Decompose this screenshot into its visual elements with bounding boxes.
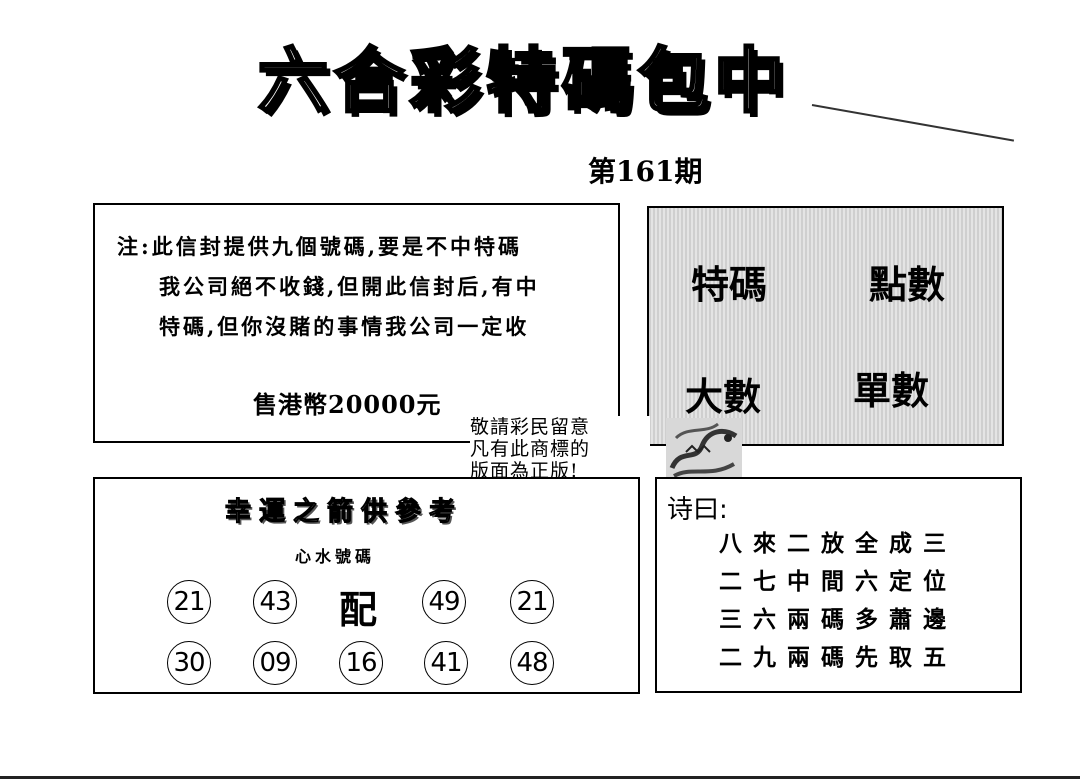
notice-line: 版面為正版! (470, 460, 579, 482)
points-label: 點數 (869, 263, 946, 307)
number-ball: 16 (339, 641, 383, 685)
poem-line: 二九兩碼先取五 (719, 644, 957, 671)
poem-box: 诗曰: 八來二放全成三 二七中間六定位 三六兩碼多蕭邊 二九兩碼先取五 (655, 477, 1022, 693)
special-code-label: 特碼 (691, 263, 768, 307)
poem-line: 八來二放全成三 (719, 530, 957, 557)
dragon-logo-icon (666, 418, 742, 480)
page-title: 六合彩特碼包中 (257, 39, 790, 124)
notice-line: 凡有此商標的 (470, 438, 591, 460)
bottom-rule (0, 776, 1080, 779)
notice-line: 敬請彩民留意 (470, 416, 591, 438)
note-text: 注:此信封提供九個號碼,要是不中特碼 我公司絕不收錢,但開此信封后,有中 特碼,… (117, 227, 597, 347)
special-code-box: 特碼 點數 大數 單數 (647, 206, 1004, 446)
number-ball: 30 (167, 641, 211, 685)
poem-title: 诗曰: (667, 495, 728, 525)
big-number-label: 大數 (685, 375, 762, 419)
odd-number-label: 單數 (853, 369, 930, 413)
note-line: 特碼,但你沒賭的事情我公司一定收 (159, 314, 530, 339)
number-ball: 48 (510, 641, 554, 685)
note-line: 我公司絕不收錢,但開此信封后,有中 (159, 274, 540, 299)
title-swoosh-line (811, 104, 1015, 142)
number-ball: 21 (510, 580, 554, 624)
number-ball: 41 (424, 641, 468, 685)
number-ball: 21 (167, 580, 211, 624)
authenticity-notice: 敬請彩民留意 凡有此商標的 版面為正版! (470, 416, 650, 482)
pair-label: 配 (339, 587, 378, 632)
poem-lines: 八來二放全成三 二七中間六定位 三六兩碼多蕭邊 二九兩碼先取五 (719, 525, 957, 677)
poem-line: 二七中間六定位 (719, 568, 957, 595)
number-ball: 49 (422, 580, 466, 624)
note-line: 注:此信封提供九個號碼,要是不中特碼 (117, 234, 523, 259)
note-box: 注:此信封提供九個號碼,要是不中特碼 我公司絕不收錢,但開此信封后,有中 特碼,… (93, 203, 620, 443)
number-ball: 43 (253, 580, 297, 624)
poem-line: 三六兩碼多蕭邊 (719, 606, 957, 633)
lucky-subtitle: 心水號碼 (295, 547, 376, 566)
lucky-title: 幸運之箭供參考 (224, 497, 464, 528)
issue-number: 第161期 (588, 155, 703, 188)
price-label: 售港幣20000元 (253, 390, 442, 419)
number-ball: 09 (253, 641, 297, 685)
lucky-numbers-box: 幸運之箭供參考 心水號碼 21 43 配 49 21 30 09 16 41 4… (93, 477, 640, 694)
